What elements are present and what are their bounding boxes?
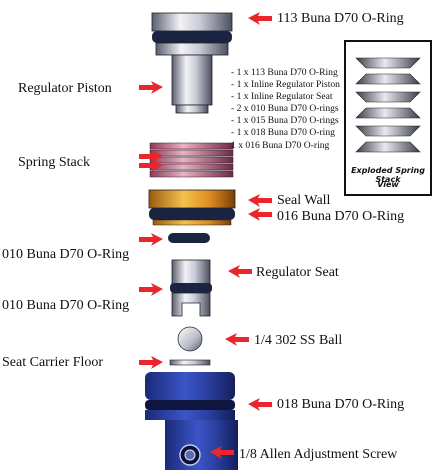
parts-list-item: 1 x 016 Buna D70 O-ring [231,139,330,151]
label-regulator-seat: Regulator Seat [256,265,339,280]
label-018-oring: 018 Buna D70 O-Ring [277,397,405,412]
seat-carrier-floor-drawing [169,359,211,366]
regulator-seat-drawing [170,259,212,317]
inset-caption-line1: Exploded Spring Stack [351,166,425,184]
arrow-018-oring [248,398,272,411]
arrow-010-upper [139,233,163,246]
label-113-oring: 113 Buna D70 O-Ring [277,11,404,26]
spring-stack-drawing [149,142,234,178]
parts-list-item: - 1 x 113 Buna D70 O-Ring [231,67,338,78]
label-016-oring: 016 Buna D70 O-Ring [277,209,405,224]
parts-list-item: - 2 x 010 Buna D70 O-rings [231,103,339,115]
arrow-010-lower [139,283,163,296]
parts-list-item: - 1 x Inline Regulator Seat [231,91,333,103]
piston-top-cap [151,12,233,56]
arrow-spring-stack-2 [139,159,163,172]
seal-wall-drawing [148,189,236,226]
arrow-regulator-piston [139,81,163,94]
label-010-oring-upper: 010 Buna D70 O-Ring [2,247,130,262]
parts-list-item: - 1 x 018 Buna D70 O-ring [231,127,335,139]
arrow-seal-wall [248,194,272,207]
regulator-body-drawing [145,372,238,470]
arrow-113-oring [248,12,272,25]
label-seal-wall: Seal Wall [277,193,331,208]
callout-arrows [139,12,272,459]
arrow-spring-stack [139,150,163,163]
inset-caption-line2: View [377,180,399,189]
parts-list: - 1 x 113 Buna D70 O-Ring - 1 x Inline R… [231,67,340,152]
arrow-016-oring [248,208,272,221]
label-regulator-piston: Regulator Piston [18,81,112,96]
parts-list-item: - 1 x Inline Regulator Piston [231,79,340,91]
arrow-seat-carrier-floor [139,356,163,369]
steel-ball-drawing [177,326,203,352]
regulator-piston-stem [171,54,213,114]
oring-010-upper-drawing [168,233,210,243]
arrow-ball [225,333,249,346]
arrow-allen-screw [210,446,234,459]
label-allen-screw: 1/8 Allen Adjustment Screw [239,447,398,462]
spring-washers-drawing [355,57,421,153]
label-010-oring-lower: 010 Buna D70 O-Ring [2,298,130,313]
parts-list-item: - 1 x 015 Buna D70 O-rings [231,115,339,127]
exploded-spring-stack-inset: Exploded Spring Stack View [344,40,432,196]
label-seat-carrier-floor: Seat Carrier Floor [2,355,104,370]
arrow-regulator-seat [228,265,252,278]
label-steel-ball: 1/4 302 SS Ball [254,333,343,348]
label-spring-stack: Spring Stack [18,155,90,170]
